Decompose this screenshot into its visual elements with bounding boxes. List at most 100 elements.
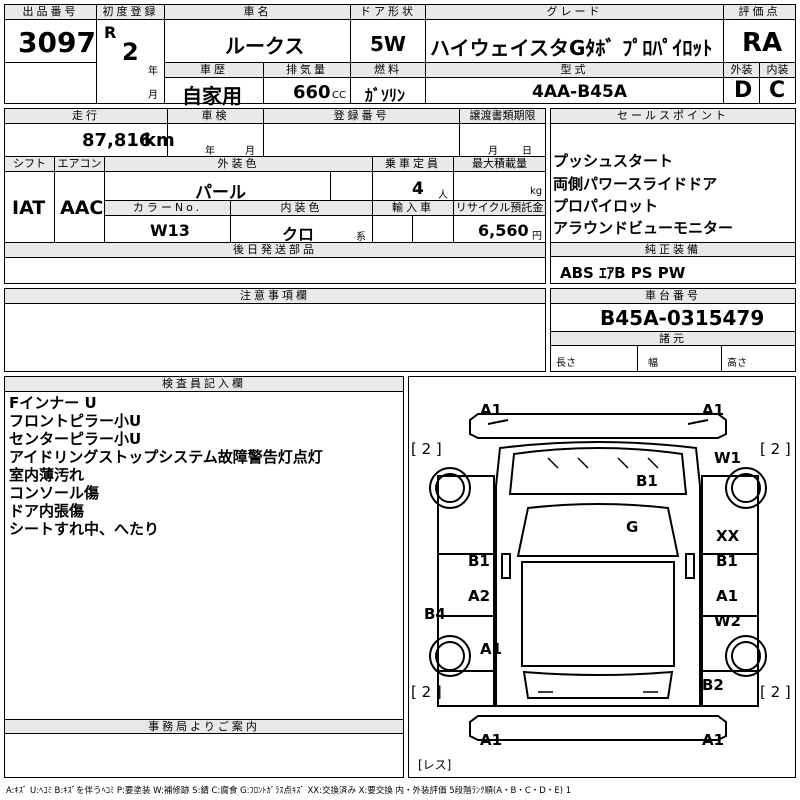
displacement: 660 (293, 82, 331, 103)
aircon: AAC (60, 197, 104, 219)
height-label: 高さ (727, 358, 747, 369)
shift-header: シフト (5, 157, 54, 172)
color-no-header: カラーNo. (105, 201, 230, 216)
car-name: ルークス (225, 34, 305, 58)
equipment: ABS ｴｱB PS PW (560, 264, 686, 282)
later-parts-header: 後日発送部品 (5, 243, 545, 258)
hood-mark: B1 (636, 472, 658, 490)
sales-points-header: セールスポイント (551, 109, 795, 124)
color-header: 外装色 (105, 157, 372, 172)
capacity-header: 乗車定員 (373, 157, 453, 172)
width-label: 幅 (648, 358, 658, 369)
reg-year: 2 (122, 38, 139, 66)
inspector-header: 検査員記入欄 (5, 377, 403, 392)
legend: A:ｷｽﾞ U:ﾍｺﾐ B:ｷｽﾞを伴うﾍｺﾐ P:要塗装 W:補修跡 S:錆 … (6, 786, 572, 796)
inspector-line-2: フロントピラー小U (9, 412, 142, 430)
office-header: 事務局よりご案内 (5, 719, 403, 734)
grade: ハイウェイスタGﾀﾎﾞ ﾌﾟﾛﾊﾟｲﾛｯﾄ (430, 36, 713, 60)
door-header: ドア形状 (351, 5, 425, 20)
sales-point-1: プッシュスタート (553, 152, 674, 170)
les-mark: [レス] (418, 758, 452, 772)
capacity: 4 (412, 179, 424, 199)
month-unit: 月 (148, 90, 158, 101)
inspector-box (4, 376, 404, 778)
model-header: 型式 (426, 63, 723, 78)
front-right-bumper-mark: A1 (702, 401, 725, 419)
import-header: 輸入車 (373, 201, 453, 216)
door-type: 5W (370, 32, 406, 56)
front-left-bumper-mark: A1 (480, 401, 503, 419)
sales-point-4: アラウンドビューモニター (553, 219, 734, 237)
history-header: 車歴 (165, 63, 263, 78)
inspector-line-5: 室内薄汚れ (9, 466, 85, 484)
fuel: ｶﾞｿﾘﾝ (365, 86, 406, 105)
grade-header: グレード (426, 5, 723, 20)
xx-mark: XX (716, 527, 740, 545)
spare-bl: [ 2 ] (411, 683, 442, 701)
recycle-unit: 円 (532, 231, 542, 242)
color-no: W13 (150, 221, 190, 240)
inspector-line-3: センターピラー小U (9, 430, 142, 448)
transfer-header: 譲渡書類期限 (460, 109, 545, 124)
displacement-header: 排気量 (264, 63, 350, 78)
top-info-grid (4, 4, 796, 104)
spare-tl: [ 2 ] (411, 440, 442, 458)
shaken-year-unit: 年 (205, 146, 215, 157)
int-color-unit: 系 (356, 232, 366, 243)
sales-point-3: プロパイロット (553, 197, 659, 215)
capacity-unit: 人 (438, 190, 448, 201)
transfer-month-unit: 月 (488, 146, 498, 157)
mileage-header: 走行 (5, 109, 167, 124)
fuel-header: 燃料 (351, 63, 425, 78)
interior-grade: C (769, 78, 786, 103)
load-unit: kg (530, 186, 543, 197)
sales-point-2: 両側パワースライドドア (553, 175, 718, 193)
lot-number: 3097 (18, 26, 96, 59)
recycle-header: リサイクル預託金 (454, 201, 545, 216)
left-sill-mark: B4 (424, 605, 446, 623)
notes-header: 注意事項欄 (5, 289, 545, 304)
lot-number-header: 出品番号 (5, 5, 96, 20)
mileage: 87,816 (82, 130, 152, 151)
inspector-line-4: アイドリングストップシステム故障警告灯点灯 (9, 448, 323, 466)
aircon-header: エアコン (55, 157, 104, 172)
first-reg-header: 初度登録 (97, 5, 164, 20)
inspector-line-7: ドア内張傷 (9, 502, 85, 520)
exterior-grade: D (734, 78, 753, 103)
dims-header: 諸元 (551, 331, 795, 346)
spare-tr: [ 2 ] (760, 440, 791, 458)
transfer-day-unit: 日 (522, 146, 532, 157)
chassis-header: 車台番号 (551, 289, 795, 304)
displacement-unit: CC (332, 90, 346, 101)
load-header: 最大積載量 (454, 157, 545, 172)
w1-mark: W1 (714, 449, 741, 467)
int-color: クロ (282, 225, 315, 244)
int-color-header: 内装色 (231, 201, 372, 216)
windshield-mark: G (626, 518, 639, 536)
shaken-month-unit: 月 (245, 146, 255, 157)
right-rear-door-mark: A1 (716, 587, 739, 605)
sales-points-box (550, 108, 796, 284)
inspector-line-1: Fインナー U (9, 394, 97, 412)
shaken-header: 車検 (168, 109, 263, 124)
shift: IAT (12, 197, 46, 219)
inspector-line-6: コンソール傷 (9, 484, 100, 502)
interior-header: 内装 (760, 63, 795, 78)
left-front-door-mark: B1 (468, 552, 490, 570)
left-rear-fender-mark: A1 (480, 640, 503, 658)
b2-mark: B2 (702, 676, 724, 694)
history: 自家用 (182, 84, 242, 108)
mileage-unit: km (144, 130, 175, 151)
era: R (104, 23, 117, 42)
rating-header: 評価点 (724, 5, 795, 20)
left-rear-door-mark: A2 (468, 587, 491, 605)
rear-right-bumper-mark: A1 (702, 731, 725, 749)
ext-color: パール (195, 183, 246, 203)
w2-mark: W2 (714, 612, 741, 630)
car-name-header: 車名 (165, 5, 350, 20)
car-outline (429, 413, 767, 741)
plate-header: 登録番号 (264, 109, 459, 124)
right-front-door-mark: B1 (716, 552, 738, 570)
equipment-header: 純正装備 (551, 242, 795, 257)
rating: RA (742, 28, 783, 58)
